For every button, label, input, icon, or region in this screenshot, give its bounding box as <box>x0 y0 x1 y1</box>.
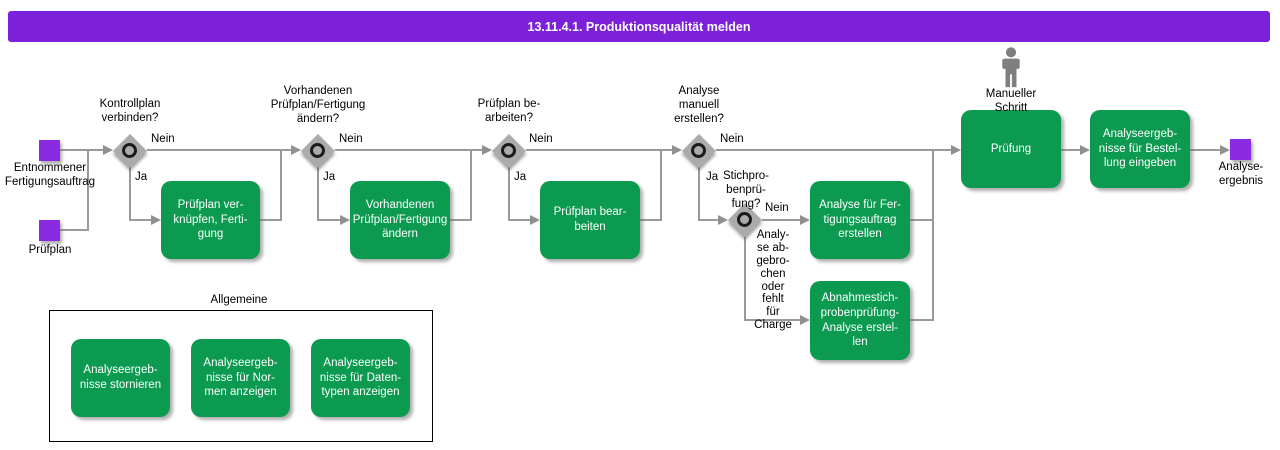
task-analyseergebnisse-stornieren[interactable]: Analyseergeb- nisse stornieren <box>71 339 170 417</box>
gateway-vorhandenen-aendern[interactable] <box>301 134 335 168</box>
connector <box>87 150 89 231</box>
task-analyseergebnisse-bestellung[interactable]: Analyseergeb- nisse für Bestel- lung ein… <box>1090 110 1190 188</box>
gateway-kontrollplan-verbinden[interactable] <box>113 134 147 168</box>
diagram-title-bar: 13.11.4.1. Produktionsqualität melden <box>8 11 1270 42</box>
arrowhead-icon <box>1080 145 1090 155</box>
event-label: Entnommener Fertigungsauftrag <box>4 162 96 188</box>
connector <box>910 319 934 321</box>
gateway-question: Kontrollplan verbinden? <box>99 98 161 124</box>
gateway-pruefplan-bearbeiten[interactable] <box>492 134 526 168</box>
arrowhead-icon <box>530 215 540 225</box>
arrowhead-icon <box>951 145 961 155</box>
task-vorhandenen-aendern[interactable]: Vorhandenen Prüfplan/Fertigung ändern <box>350 181 450 259</box>
event-entnommener-fertigungsauftrag[interactable] <box>39 140 60 161</box>
edge-label-nein: Nein <box>151 133 175 145</box>
connector <box>318 219 342 221</box>
connector <box>60 149 105 151</box>
connector <box>1061 149 1082 151</box>
task-analyseergebnisse-datentypen[interactable]: Analyseergeb- nisse für Daten- typen anz… <box>311 339 410 417</box>
arrowhead-icon <box>1220 145 1230 155</box>
arrowhead-icon <box>482 145 492 155</box>
connector <box>932 150 934 321</box>
edge-label-else-note: Analy- se ab- gebro- chen oder fehlt für… <box>754 229 792 332</box>
gateway-question: Analyse manuell erstellen? <box>674 85 724 125</box>
connector <box>147 149 293 151</box>
task-pruefplan-bearbeiten[interactable]: Prüfplan bear- beiten <box>540 181 640 259</box>
arrowhead-icon <box>718 215 728 225</box>
arrowhead-icon <box>291 145 301 155</box>
group-title: Allgemeine <box>210 294 268 306</box>
connector <box>660 150 662 221</box>
edge-label-nein: Nein <box>720 133 744 145</box>
arrowhead-icon <box>103 145 113 155</box>
arrowhead-icon <box>800 215 810 225</box>
connector <box>699 219 720 221</box>
task-analyseergebnisse-normen[interactable]: Analyseergeb- nisse für Nor- men anzeige… <box>191 339 290 417</box>
edge-label-ja: Ja <box>514 171 527 183</box>
task-analyse-fertigungsauftrag[interactable]: Analyse für Fer- tigungsauftrag erstelle… <box>810 181 910 259</box>
event-label: Analyse- ergebnis <box>1218 161 1264 187</box>
connector <box>317 167 319 221</box>
manual-step-label: Manueller Schritt <box>985 88 1037 114</box>
connector <box>450 219 472 221</box>
edge-label-ja: Ja <box>135 171 148 183</box>
connector <box>280 150 282 221</box>
gateway-question: Prüfplan be- arbeiten? <box>477 98 541 124</box>
task-abnahmestichprobe[interactable]: Abnahmestich- probenprüfung- Analyse ers… <box>810 281 910 360</box>
task-pruefplan-verknuepfen[interactable]: Prüfplan ver- knüpfen, Ferti- gung <box>161 181 260 259</box>
event-pruefplan[interactable] <box>39 220 60 241</box>
connector <box>640 219 662 221</box>
connector <box>910 219 934 221</box>
gateway-analyse-manuell[interactable] <box>682 134 716 168</box>
arrowhead-icon <box>800 315 810 325</box>
gateway-question: Stichpro- benprü- fung? <box>722 170 770 210</box>
connector <box>130 219 153 221</box>
event-label: Prüfplan <box>28 244 72 256</box>
connector <box>745 319 802 321</box>
arrowhead-icon <box>340 215 350 225</box>
connector <box>509 219 532 221</box>
connector <box>698 167 700 221</box>
connector <box>60 229 89 231</box>
connector <box>260 219 282 221</box>
person-icon <box>1002 47 1020 88</box>
connector <box>526 149 674 151</box>
connector <box>470 150 472 221</box>
gateway-question: Vorhandenen Prüfplan/Fertigung ändern? <box>270 85 366 125</box>
connector <box>1190 149 1222 151</box>
edge-label-ja: Ja <box>706 171 719 183</box>
arrowhead-icon <box>672 145 682 155</box>
connector <box>762 219 802 221</box>
task-pruefung[interactable]: Prüfung <box>961 110 1061 188</box>
connector <box>716 149 953 151</box>
connector <box>129 167 131 221</box>
edge-label-nein: Nein <box>765 202 789 214</box>
edge-label-nein: Nein <box>339 133 363 145</box>
edge-label-ja: Ja <box>323 171 336 183</box>
edge-label-nein: Nein <box>529 133 553 145</box>
connector <box>744 237 746 321</box>
connector <box>335 149 484 151</box>
arrowhead-icon <box>151 215 161 225</box>
event-analyseergebnis[interactable] <box>1230 139 1251 160</box>
connector <box>508 167 510 221</box>
